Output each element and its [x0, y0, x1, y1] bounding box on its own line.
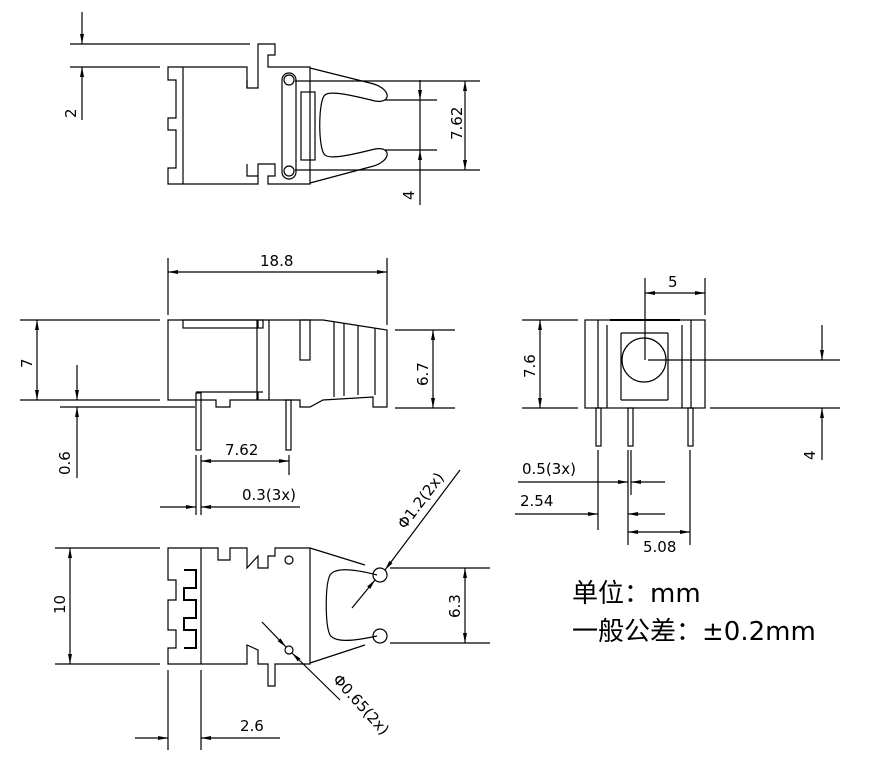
dim-bottom-63: 6.3: [446, 594, 464, 618]
dim-bottom-phi065: Φ0.65(2x): [329, 671, 393, 739]
dim-bottom-26: 2.6: [240, 717, 264, 735]
dim-bottom-10: 10: [51, 595, 69, 614]
dim-top-4: 4: [400, 190, 418, 200]
dim-top-762: 7.62: [448, 107, 466, 140]
dim-front-76: 7.6: [521, 354, 539, 378]
dim-front-5: 5: [668, 273, 678, 291]
top-view: 2 7.62 4: [62, 12, 480, 205]
dim-side-762: 7.62: [225, 441, 258, 459]
front-view: 5 7.6 4 0.5(3x) 2.54 5.08: [515, 273, 840, 556]
dim-side-188: 18.8: [260, 252, 293, 270]
dim-front-508: 5.08: [643, 538, 676, 556]
dim-front-05: 0.5(3x): [522, 460, 576, 478]
unit-note: 单位：mm: [572, 579, 701, 609]
dim-side-06: 0.6: [56, 451, 74, 475]
side-view: 18.8 7 0.6 6.7 7.62 0.3(3x): [18, 252, 455, 515]
dim-front-4: 4: [801, 450, 819, 460]
tolerance-note: 一般公差：±0.2mm: [572, 617, 816, 647]
bottom-view: 10 6.3 2.6 Φ1.2(2x) Φ0.65(2x): [51, 469, 490, 750]
dim-side-67: 6.7: [414, 362, 432, 386]
dim-top-2: 2: [62, 108, 80, 118]
dim-side-03: 0.3(3x): [242, 486, 296, 504]
dim-front-254: 2.54: [520, 492, 553, 510]
dim-side-7: 7: [18, 358, 36, 368]
